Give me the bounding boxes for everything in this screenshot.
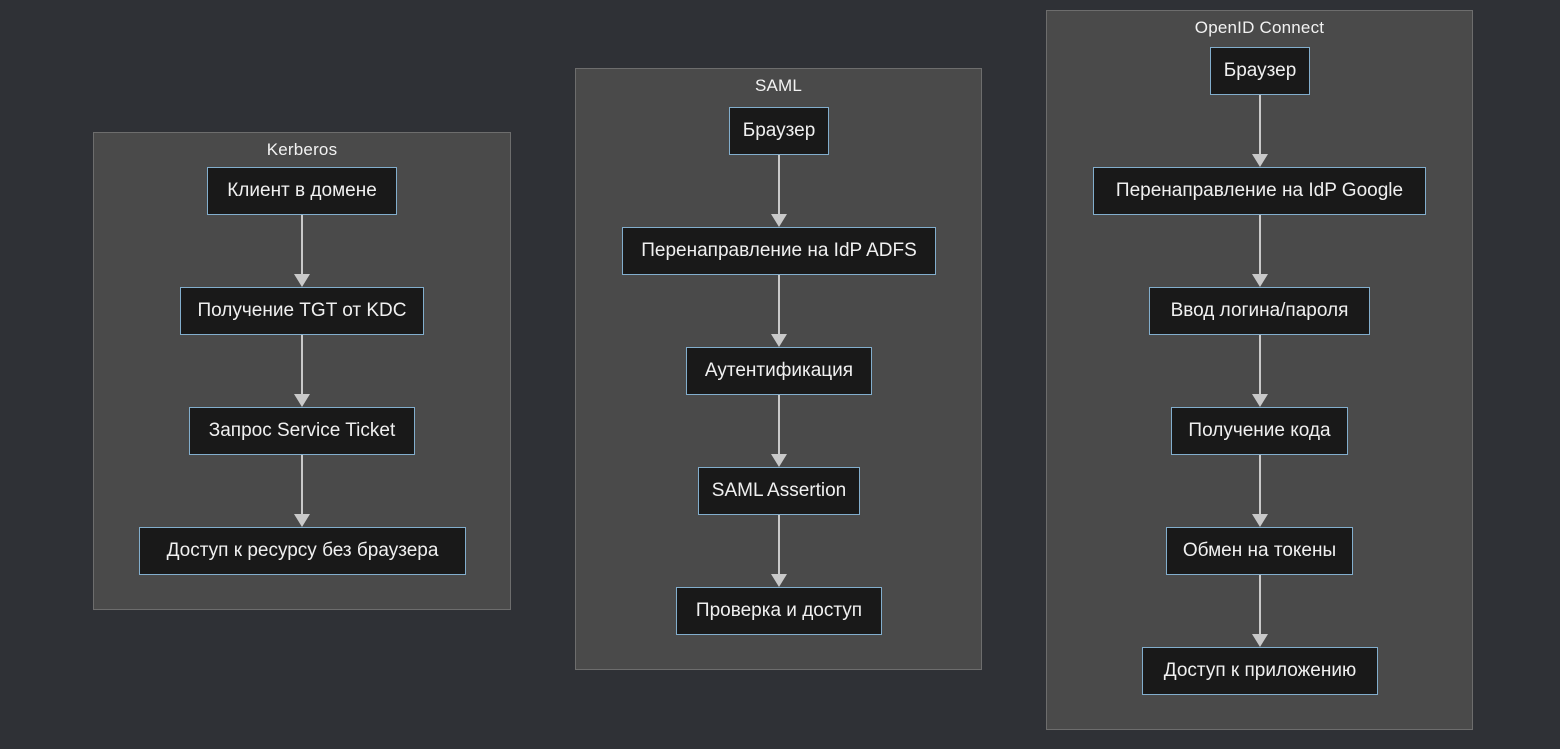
arrow-kerberos-2 xyxy=(294,335,310,407)
node-kerberos-get-tgt-from-kdc[interactable]: Получение TGT от KDC xyxy=(180,287,424,335)
node-saml-verify-and-access[interactable]: Проверка и доступ xyxy=(676,587,882,635)
arrow-kerberos-3 xyxy=(294,455,310,527)
arrow-saml-4 xyxy=(771,515,787,587)
node-oidc-access-application[interactable]: Доступ к приложению xyxy=(1142,647,1378,695)
arrow-saml-3 xyxy=(771,395,787,467)
node-kerberos-client-in-domain[interactable]: Клиент в домене xyxy=(207,167,397,215)
arrow-oidc-3 xyxy=(1252,335,1268,407)
node-saml-assertion[interactable]: SAML Assertion xyxy=(698,467,860,515)
node-kerberos-request-service-ticket[interactable]: Запрос Service Ticket xyxy=(189,407,415,455)
arrow-oidc-1 xyxy=(1252,95,1268,167)
node-saml-browser[interactable]: Браузер xyxy=(729,107,829,155)
arrow-oidc-2 xyxy=(1252,215,1268,287)
node-oidc-redirect-to-idp-google[interactable]: Перенаправление на IdP Google xyxy=(1093,167,1426,215)
subgraph-title-kerberos: Kerberos xyxy=(266,140,338,159)
subgraph-title-openid-connect: OpenID Connect xyxy=(1194,18,1325,37)
node-oidc-receive-code[interactable]: Получение кода xyxy=(1171,407,1348,455)
arrow-oidc-5 xyxy=(1252,575,1268,647)
node-oidc-enter-login-password[interactable]: Ввод логина/пароля xyxy=(1149,287,1370,335)
arrow-oidc-4 xyxy=(1252,455,1268,527)
subgraph-title-saml: SAML xyxy=(754,76,803,95)
node-saml-authentication[interactable]: Аутентификация xyxy=(686,347,872,395)
node-saml-redirect-to-idp-adfs[interactable]: Перенаправление на IdP ADFS xyxy=(622,227,936,275)
arrow-saml-2 xyxy=(771,275,787,347)
node-kerberos-access-resource-without-browser[interactable]: Доступ к ресурсу без браузера xyxy=(139,527,466,575)
arrow-kerberos-1 xyxy=(294,215,310,287)
node-oidc-browser[interactable]: Браузер xyxy=(1210,47,1310,95)
arrow-saml-1 xyxy=(771,155,787,227)
node-oidc-exchange-for-tokens[interactable]: Обмен на токены xyxy=(1166,527,1353,575)
